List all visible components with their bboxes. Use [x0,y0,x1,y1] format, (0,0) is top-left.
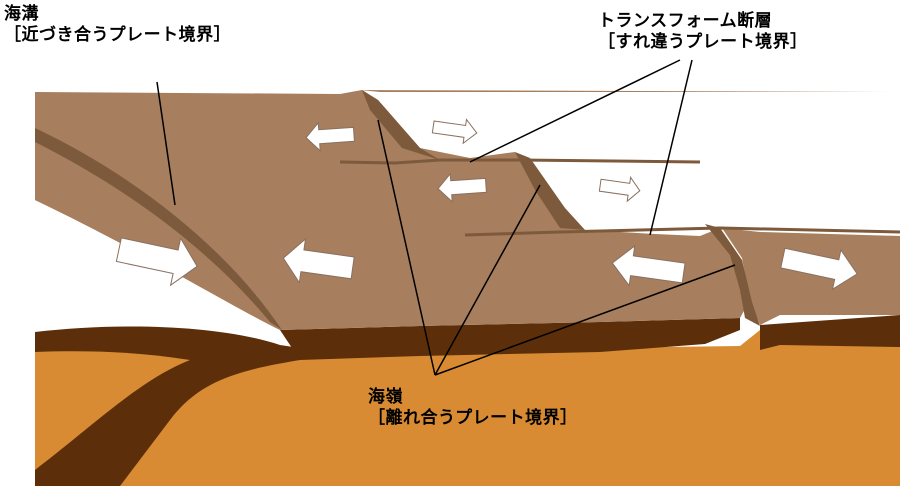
arrow-trench-right [282,237,355,284]
leader-ridge-3 [434,264,736,376]
arrow-ridge3-west [611,244,686,287]
label-trench-subtitle: ［近づき合うプレート境界］ [4,25,232,45]
label-ridge-title: 海嶺 [368,387,403,407]
arrow-ridge1-east [431,118,478,145]
label-trench-title: 海溝 [4,4,39,24]
ridge-3-face [705,224,760,326]
subducting-slab [35,326,300,486]
plate-side-middle [280,318,740,360]
arrow-trench-left [115,236,198,287]
arrow-ridge2-east [598,176,641,203]
leader-transform-1 [469,59,681,163]
arrow-ridge3-east [780,247,858,291]
arrow-ridge2-west [437,172,487,203]
trench-face [35,128,282,330]
transform-fault-2 [464,226,901,237]
ridge-1-face [362,90,440,160]
label-ridge: 海嶺 ［離れ合うプレート境界］ [368,387,578,429]
label-transform-title: トランスフォーム断層 [598,11,773,31]
leader-ridge-2 [434,184,541,376]
plate-side-right [760,315,900,350]
leader-ridge-1 [377,119,436,376]
leader-lines [156,59,736,376]
plate-top-right [360,90,900,325]
arrow-ridge1-west [305,121,355,152]
label-transform-subtitle: ［すれ違うプレート境界］ [598,32,808,52]
movement-arrows [115,118,858,291]
label-ridge-subtitle: ［離れ合うプレート境界］ [368,408,578,428]
transform-fault-1 [339,158,701,165]
label-transform-fault: トランスフォーム断層 ［すれ違うプレート境界］ [598,11,808,53]
leader-transform-2 [649,59,693,236]
plate-top-left-edge [35,132,282,330]
label-trench: 海溝 ［近づき合うプレート境界］ [4,4,231,46]
ridge-2-face [515,152,585,230]
leader-trench [156,81,176,206]
